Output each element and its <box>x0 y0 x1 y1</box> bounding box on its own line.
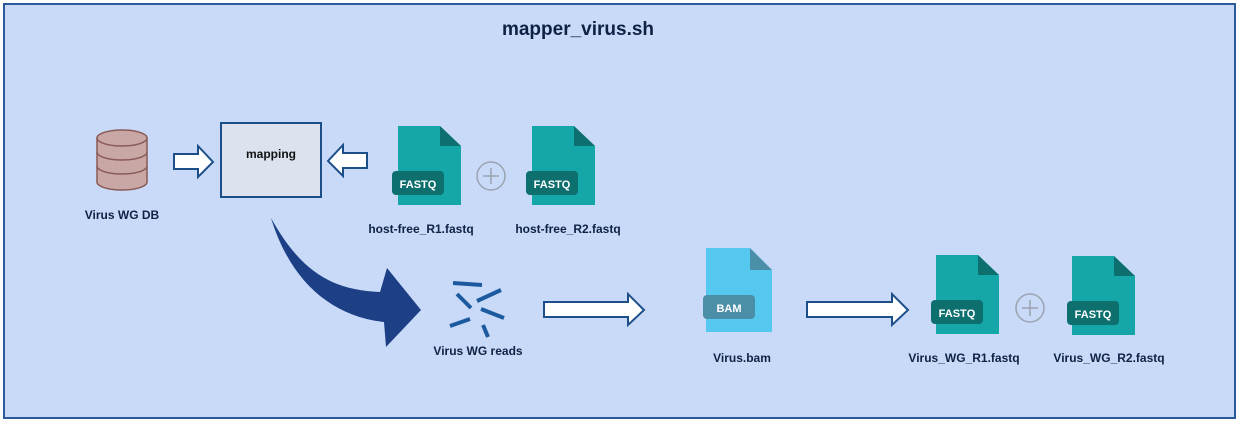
arrow-bam-to-fastq <box>806 291 910 328</box>
arrow-reads-to-bam <box>543 291 646 328</box>
bam-label: Virus.bam <box>713 351 771 365</box>
diagram-background <box>3 3 1236 419</box>
bam-badge: BAM <box>716 303 741 315</box>
mapping-box <box>220 122 322 198</box>
host-free-r1-label: host-free_R1.fastq <box>368 222 473 236</box>
host-free-r2-label: host-free_R2.fastq <box>515 222 620 236</box>
fastq-file-icon: FASTQ <box>931 255 999 334</box>
fastq-badge: FASTQ <box>534 179 571 191</box>
plus-icon <box>1015 293 1045 323</box>
bam-file-icon: BAM <box>703 248 772 332</box>
virus-wg-r1-label: Virus_WG_R1.fastq <box>908 351 1019 365</box>
arrow-fastq-to-mapping <box>326 142 368 179</box>
reads-label: Virus WG reads <box>433 344 522 358</box>
fastq-badge: FASTQ <box>1075 309 1112 321</box>
fastq-file-icon: FASTQ <box>526 126 595 205</box>
arrow-db-to-mapping <box>173 143 215 180</box>
reads-icon <box>449 281 505 338</box>
mapping-label: mapping <box>246 147 296 161</box>
database-label: Virus WG DB <box>85 208 160 222</box>
fastq-badge: FASTQ <box>400 179 437 191</box>
fastq-file-icon: FASTQ <box>1067 256 1135 335</box>
plus-icon <box>476 161 506 191</box>
fastq-badge: FASTQ <box>939 308 976 320</box>
diagram-title: mapper_virus.sh <box>502 19 654 40</box>
fastq-file-icon: FASTQ <box>392 126 461 205</box>
database-icon <box>96 129 148 191</box>
virus-wg-r2-label: Virus_WG_R2.fastq <box>1053 351 1164 365</box>
curved-arrow-mapping-to-reads <box>271 218 421 347</box>
